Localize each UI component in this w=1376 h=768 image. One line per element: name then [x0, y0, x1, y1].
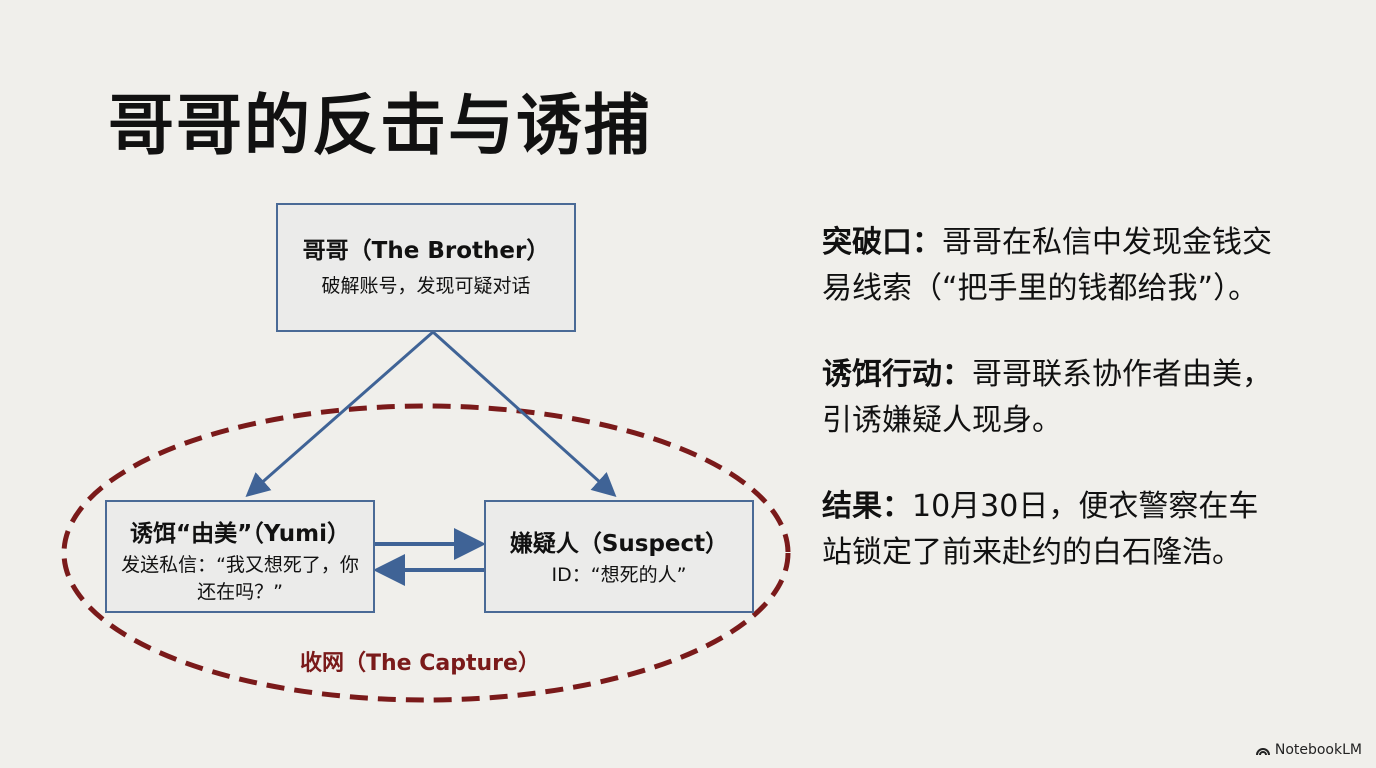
capture-label: 收网（The Capture） [300, 651, 540, 676]
yumi-text: 发送私信：“我又想死了，你还在吗？” [121, 554, 359, 603]
point-text: 哥哥在私信中发现金钱交易线索（“把手里的钱都给我”）。 [822, 225, 1272, 306]
point-label: 突破口： [822, 225, 942, 260]
slide-title: 哥哥的反击与诱捕 [108, 86, 652, 164]
brand-text: NotebookLM [1274, 742, 1362, 758]
point-text: 哥哥联系协作者由美，引诱嫌疑人现身。 [822, 357, 1272, 438]
point-label: 结果： [822, 489, 912, 524]
suspect-node: 嫌疑人（Suspect） ID：“想死的人” [484, 500, 754, 613]
point-result: 结果：10月30日，便衣警察在车站锁定了前来赴约的白石隆浩。 [822, 484, 1272, 576]
yumi-node: 诱饵“由美”（Yumi） 发送私信：“我又想死了，你还在吗？” [105, 500, 375, 613]
point-breakthrough: 突破口：哥哥在私信中发现金钱交易线索（“把手里的钱都给我”）。 [822, 220, 1272, 312]
suspect-text: ID：“想死的人” [551, 564, 687, 586]
brother-heading: 哥哥（The Brother） [302, 238, 550, 264]
notebooklm-brand: NotebookLM [1255, 742, 1362, 758]
brother-node: 哥哥（The Brother） 破解账号，发现可疑对话 [276, 203, 576, 332]
capture-ellipse [61, 403, 791, 703]
point-text: 10月30日，便衣警察在车站锁定了前来赴约的白石隆浩。 [822, 489, 1259, 570]
notebooklm-logo-icon [1255, 747, 1270, 755]
brother-text: 破解账号，发现可疑对话 [321, 275, 531, 297]
arrow-brother-to-suspect [431, 330, 617, 498]
suspect-heading: 嫌疑人（Suspect） [509, 531, 729, 557]
key-points: 突破口：哥哥在私信中发现金钱交易线索（“把手里的钱都给我”）。 诱饵行动：哥哥联… [822, 220, 1272, 616]
point-label: 诱饵行动： [822, 357, 972, 392]
point-bait: 诱饵行动：哥哥联系协作者由美，引诱嫌疑人现身。 [822, 352, 1272, 444]
yumi-heading: 诱饵“由美”（Yumi） [130, 521, 350, 547]
arrow-brother-to-yumi [245, 330, 434, 497]
